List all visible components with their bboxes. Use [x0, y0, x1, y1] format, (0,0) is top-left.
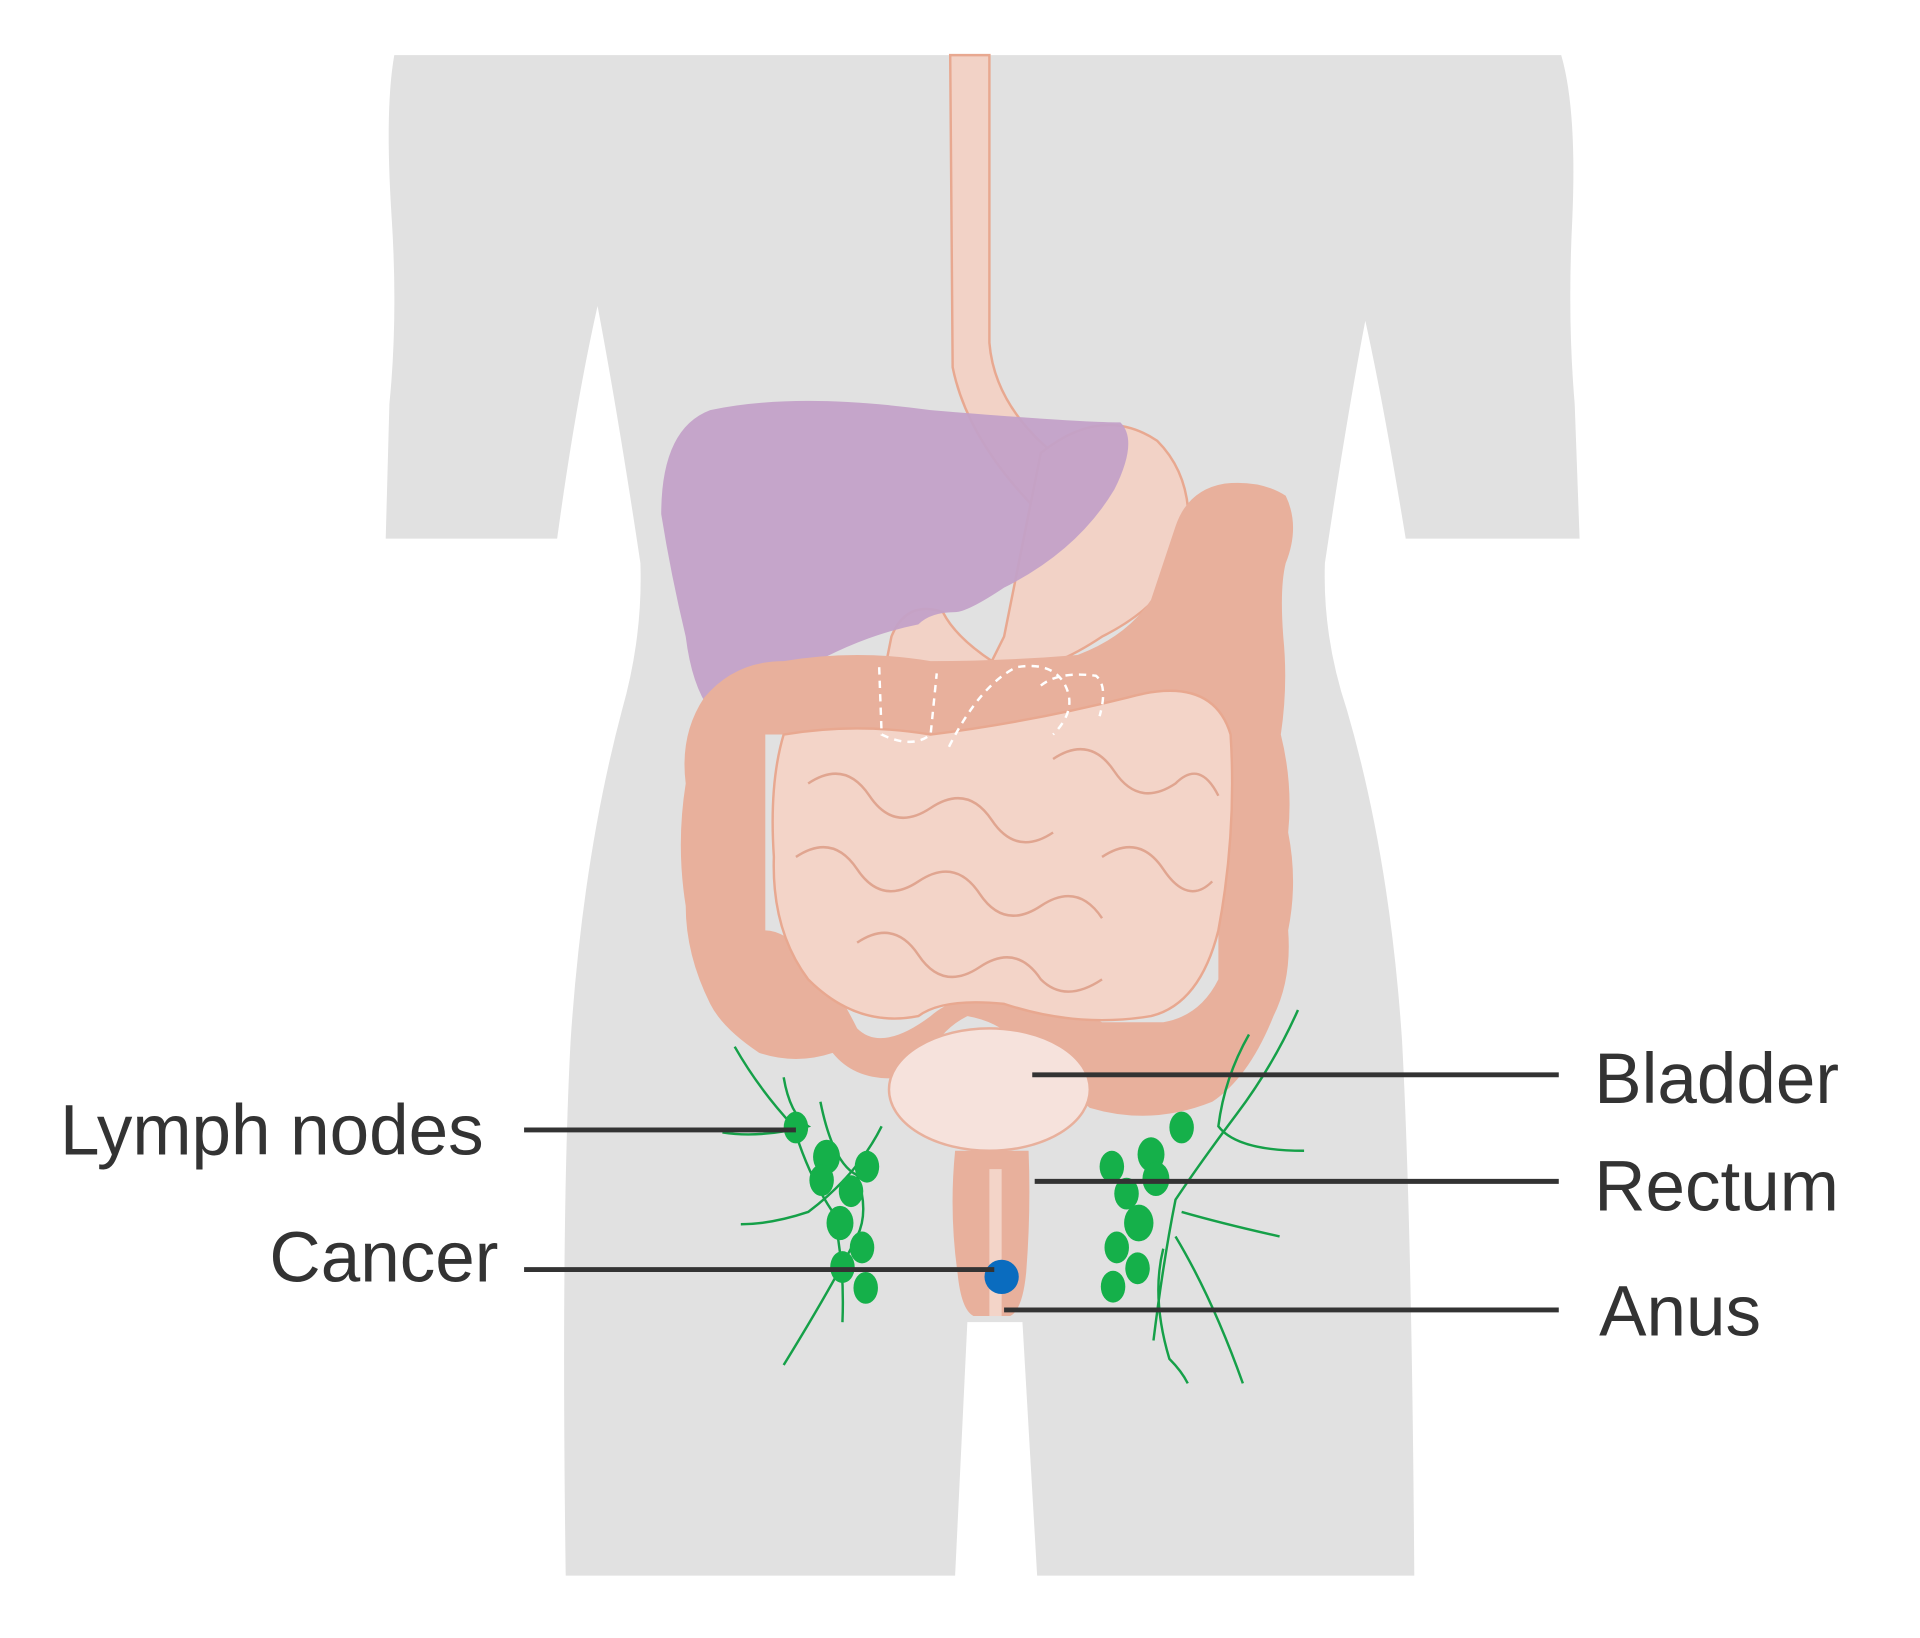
pancreas-dashed-outline [877, 664, 1105, 748]
label-rectum: Rectum [1594, 1148, 1839, 1227]
lymph-nodes-left [783, 1111, 880, 1304]
label-lymph-nodes: Lymph nodes [60, 1091, 484, 1170]
label-bladder: Bladder [1594, 1040, 1839, 1119]
cancer-tumor [984, 1259, 1019, 1294]
liver [661, 400, 1129, 711]
bladder [887, 1027, 1092, 1152]
label-anus: Anus [1599, 1273, 1761, 1352]
small-intestine [771, 689, 1234, 1022]
anal-canal [989, 1169, 1002, 1317]
intestine-folds [795, 748, 1220, 993]
label-cancer: Cancer [269, 1219, 498, 1298]
